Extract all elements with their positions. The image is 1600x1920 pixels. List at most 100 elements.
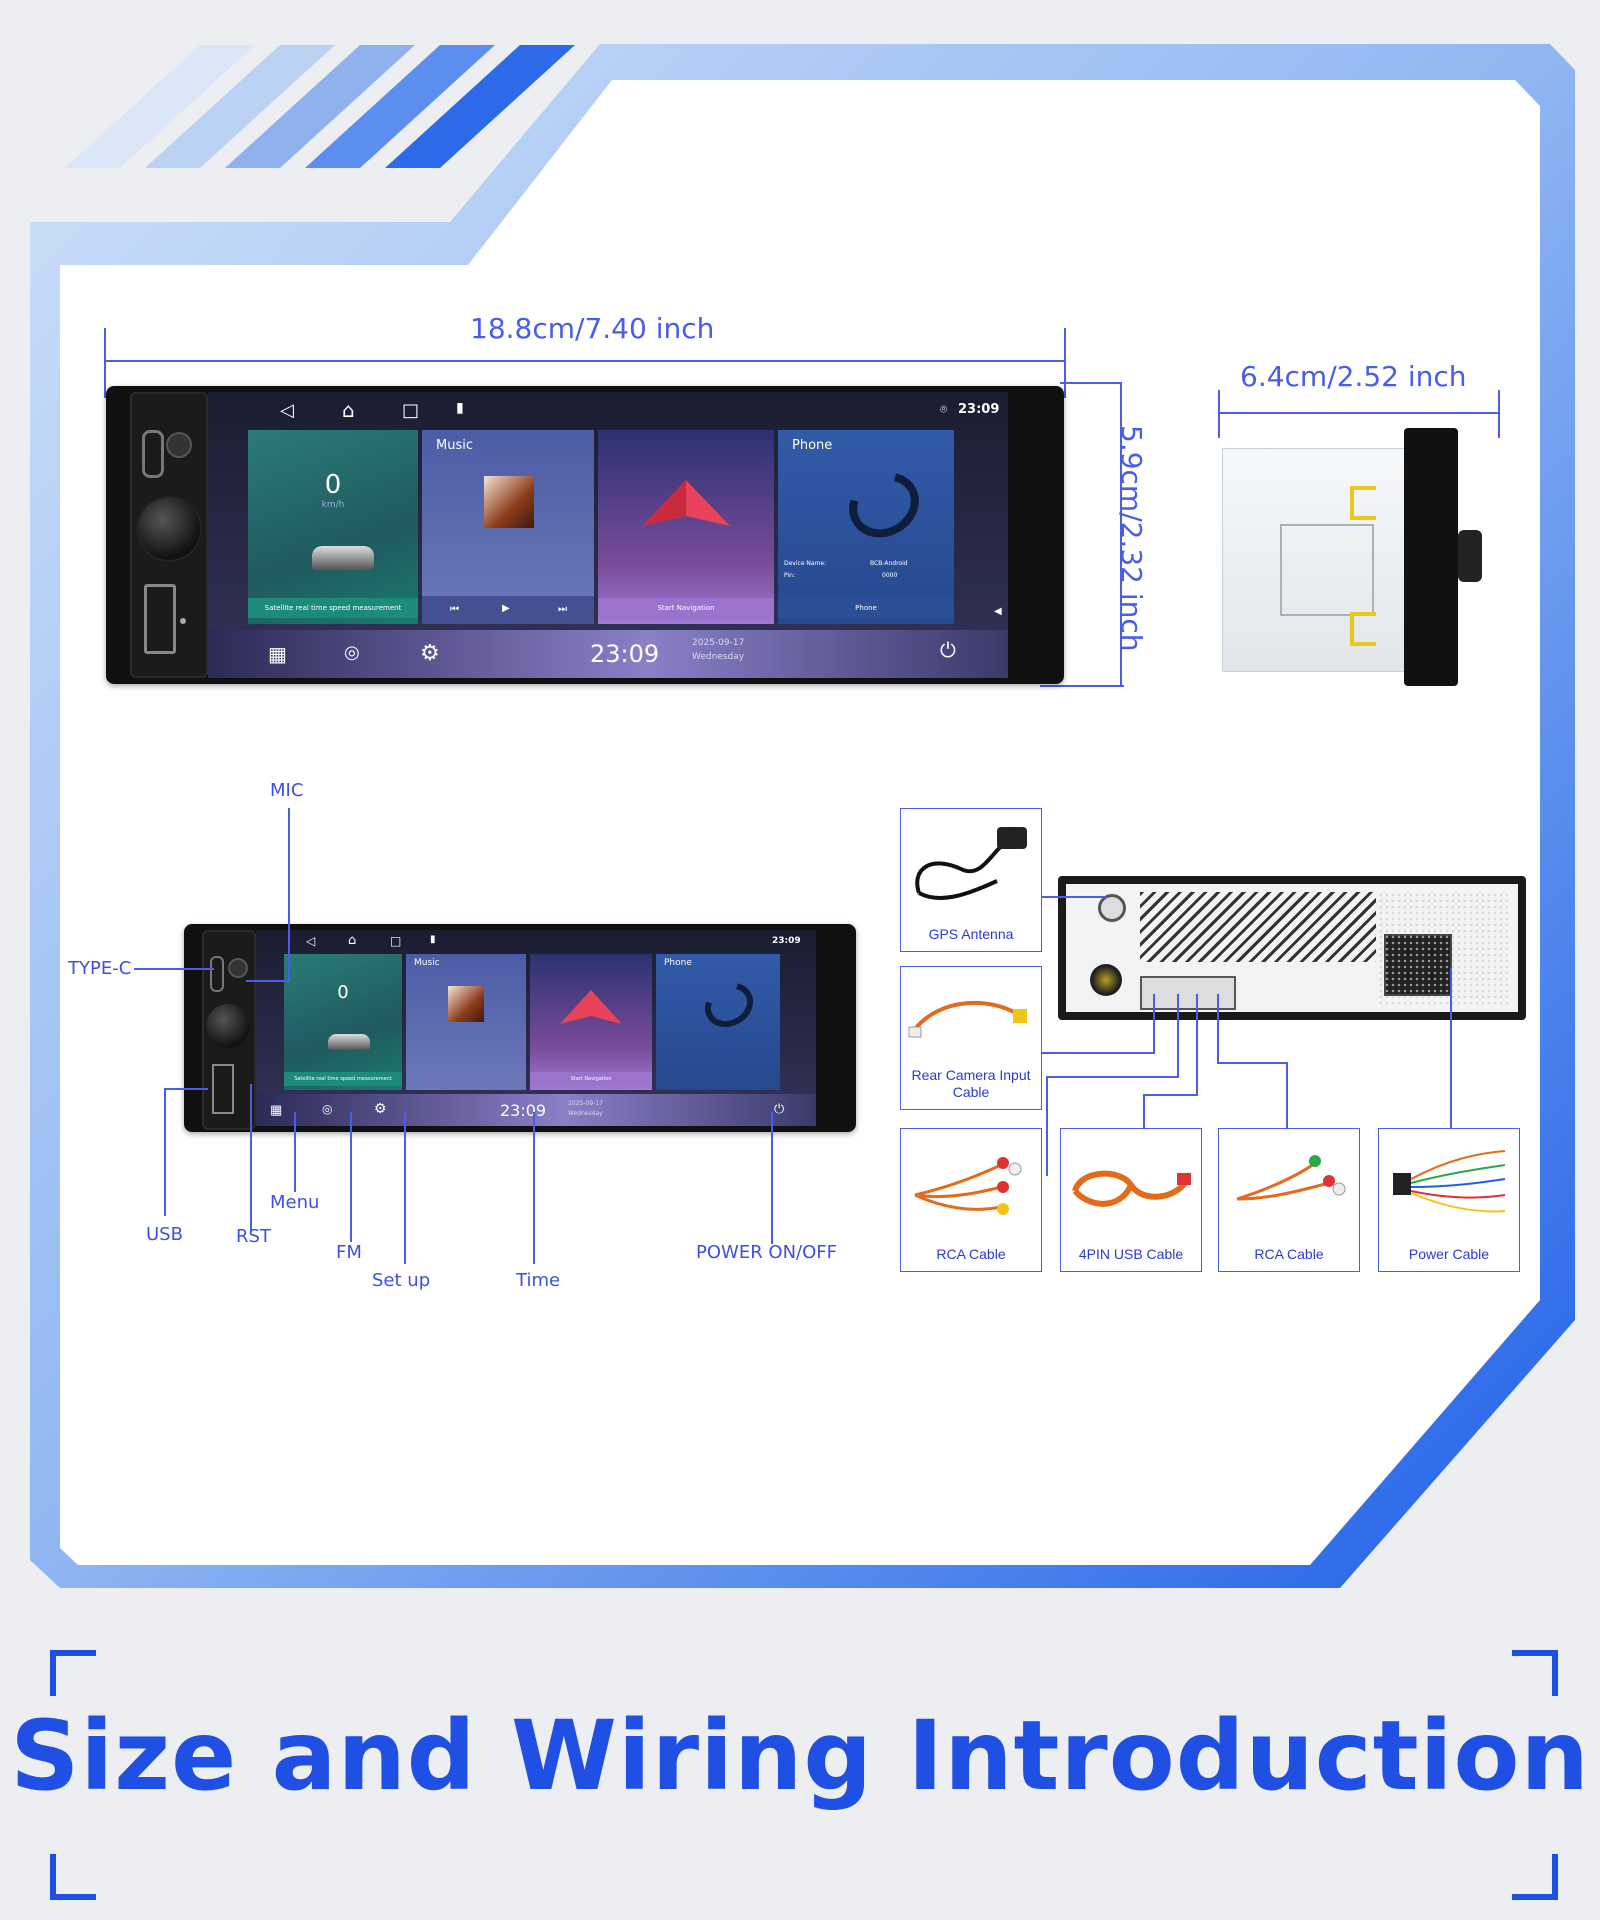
music-card-small[interactable]: Music	[406, 954, 526, 1090]
settings-gear-icon[interactable]: ⚙	[374, 1100, 387, 1116]
rst-button[interactable]	[180, 618, 186, 624]
gps-port	[1098, 894, 1126, 922]
settings-gear-icon[interactable]: ⚙	[420, 640, 440, 665]
height-dimension-line	[1120, 382, 1122, 686]
rst-label: RST	[236, 1226, 271, 1247]
corner-bracket-top-left	[50, 1650, 96, 1696]
status-bar: ◁ ⌂ □ ▮ ⌾ 23:09	[208, 392, 1008, 430]
menu-icon[interactable]: ▦	[270, 1102, 283, 1117]
rear-grille-right	[1378, 892, 1508, 1004]
type-c-label: TYPE-C	[68, 958, 132, 979]
rear-camera-label: Rear Camera Input Cable	[911, 1067, 1031, 1100]
fm-label: FM	[336, 1242, 362, 1263]
home-icon[interactable]: ⌂	[348, 933, 357, 948]
home-icon[interactable]: ⌂	[342, 398, 355, 422]
height-dimension-label: 5.9cm/2.32 inch	[1115, 425, 1148, 652]
speed-unit: km/h	[321, 500, 345, 510]
location-icon: ⌾	[940, 402, 948, 416]
status-time: 23:09	[958, 402, 1000, 417]
phone-title-small: Phone	[664, 958, 692, 968]
power-cable-box: Power Cable	[1378, 1128, 1520, 1272]
phone-card[interactable]: Phone Device Name: BCB-Android Pin: 0000…	[778, 430, 954, 624]
phone-handset-icon	[696, 974, 762, 1036]
usb-cable-icon	[1072, 1170, 1191, 1207]
gps-antenna-box: GPS Antenna	[900, 808, 1042, 952]
width-dimension-tick-right	[1064, 328, 1066, 398]
previous-icon[interactable]: ⏮	[450, 604, 459, 615]
callout-status-bar: ◁ ⌂ □ ▮ 23:09	[256, 930, 816, 954]
recent-apps-icon[interactable]: □	[402, 400, 420, 421]
power-icon[interactable]: ⏻	[940, 640, 956, 662]
speed-card[interactable]: 0 km/h Satellite real time speed measure…	[248, 430, 418, 624]
depth-dimension-tick-right	[1498, 390, 1500, 438]
music-card[interactable]: Music ⏮ ▶ ⏭	[422, 430, 594, 624]
rca-ports	[1140, 976, 1236, 1010]
gps-wire	[1042, 896, 1106, 898]
device-name-value: BCB-Android	[870, 560, 908, 567]
speed-card-small[interactable]: 0 Satellite real time speed measurement	[284, 954, 402, 1090]
usb-cable-box: 4PIN USB Cable	[1060, 1128, 1202, 1272]
back-icon[interactable]: ◁	[280, 400, 294, 421]
control-panel	[130, 392, 208, 678]
speed-value: 0	[324, 470, 342, 500]
phone-title: Phone	[792, 438, 833, 453]
bracket-cutout	[1280, 524, 1374, 616]
fm-icon[interactable]: ◎	[322, 1102, 333, 1116]
dock-date: 2025-09-17	[692, 638, 745, 648]
usb-port[interactable]	[144, 584, 176, 654]
dock-day-small: Wednesday	[568, 1110, 603, 1117]
recent-apps-icon[interactable]: □	[390, 934, 402, 948]
usb-wire-v	[1196, 994, 1198, 1096]
callout-control-panel	[202, 930, 256, 1130]
usb-port-small[interactable]	[212, 1064, 234, 1114]
battery-icon: ▮	[430, 934, 436, 945]
power-cable-icon	[1393, 1150, 1506, 1213]
rca-cable-icon	[1236, 1155, 1346, 1201]
callout-dock-bar: ▦ ◎ ⚙ 23:09 2025-09-17 Wednesday ⏻	[256, 1094, 816, 1126]
navigation-card[interactable]: Start Navigation	[598, 430, 774, 624]
power-callout-line	[771, 1112, 773, 1244]
next-icon[interactable]: ⏭	[558, 604, 567, 615]
camera-port	[1090, 964, 1122, 996]
mic-label: MIC	[270, 780, 304, 801]
fm-callout-line	[350, 1112, 352, 1242]
rca1-wire-v2	[1046, 1076, 1048, 1176]
music-controls: ⏮ ▶ ⏭	[422, 596, 594, 624]
power-icon[interactable]: ⏻	[774, 1101, 785, 1116]
depth-dimension-tick-left	[1218, 390, 1220, 438]
rca-cable-label-1: RCA Cable	[936, 1246, 1006, 1262]
gps-antenna-label: GPS Antenna	[928, 926, 1014, 942]
volume-knob[interactable]	[136, 496, 202, 562]
main-screen: ◁ ⌂ □ ▮ ⌾ 23:09 0 km/h Satellite real ti…	[208, 392, 1008, 678]
gps-antenna-icon	[915, 827, 1027, 900]
phone-card-small[interactable]: Phone	[656, 954, 780, 1090]
menu-icon[interactable]: ▦	[268, 644, 287, 666]
album-art	[484, 476, 534, 528]
back-icon[interactable]: ◁	[306, 934, 316, 948]
height-dimension-tick-top	[1060, 382, 1122, 384]
menu-callout-line	[294, 1112, 296, 1192]
dock-bar: ▦ ◎ ⚙ 23:09 2025-09-17 Wednesday ⏻	[208, 630, 1008, 678]
side-arrow-icon[interactable]: ◀	[994, 606, 1002, 617]
phone-handset-icon	[837, 460, 931, 550]
rear-camera-box: Rear Camera Input Cable	[900, 966, 1042, 1110]
device-name-label: Device Name:	[784, 560, 827, 567]
navigation-card-small[interactable]: Start Navigation	[530, 954, 652, 1090]
mic-callout-line-h	[246, 980, 290, 982]
volume-knob-small[interactable]	[206, 1004, 250, 1048]
usb-callout-line-h	[164, 1088, 208, 1090]
car-image-small	[328, 1034, 370, 1050]
width-dimension-tick-left	[104, 328, 106, 398]
rca1-wire-v	[1177, 994, 1179, 1076]
rca2-wire-v2	[1286, 1062, 1288, 1130]
fm-icon[interactable]: ◎	[344, 642, 360, 662]
play-icon[interactable]: ▶	[502, 603, 510, 614]
phone-caption: Phone	[778, 598, 954, 618]
usb-label: USB	[146, 1224, 183, 1245]
type-c-port[interactable]	[142, 430, 164, 478]
width-dimension-label: 18.8cm/7.40 inch	[470, 312, 715, 345]
vent-grille	[1140, 892, 1376, 962]
setup-label: Set up	[372, 1270, 431, 1291]
type-c-port-small[interactable]	[210, 956, 224, 992]
navigation-arrow-icon	[560, 990, 622, 1024]
